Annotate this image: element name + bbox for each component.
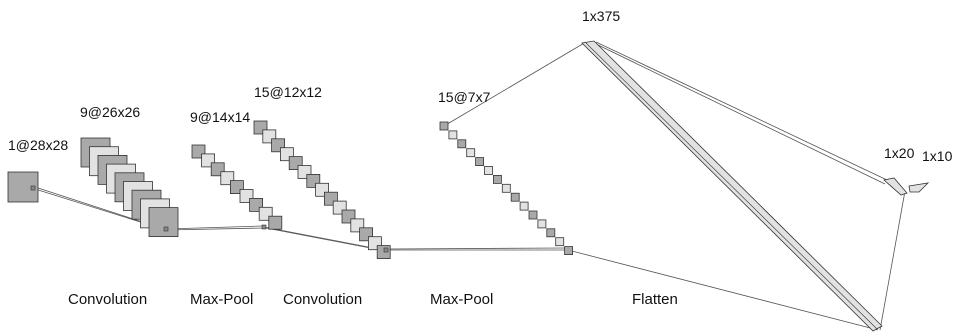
feature-map-pool2-6 — [484, 166, 493, 175]
feature-map-pool2-9 — [510, 192, 520, 202]
op-label-flatten: Flatten — [632, 291, 678, 308]
connection-line-7 — [385, 247, 566, 250]
feature-map-pool2-2 — [448, 130, 458, 140]
dense-layer-flat — [581, 40, 883, 332]
feature-map-pool2-7 — [492, 174, 502, 184]
stack-conv2 — [253, 120, 391, 260]
connection-line-12 — [595, 43, 886, 185]
stack-conv1 — [80, 137, 179, 238]
stack-pool1 — [191, 144, 283, 230]
layer-label-conv2: 15@12x12 — [254, 84, 322, 100]
kernel-marker-4 — [383, 247, 389, 253]
layer-label-flat: 1x375 — [582, 8, 620, 24]
feature-map-conv1-9 — [148, 207, 179, 238]
layer-label-conv1: 9@26x26 — [80, 104, 140, 120]
feature-map-pool2-5 — [475, 157, 485, 167]
dense-layers — [581, 40, 930, 332]
op-label-max-pool-1: Max-Pool — [190, 291, 253, 308]
connection-line-5 — [263, 226, 385, 251]
layer-label-input: 1@28x28 — [8, 137, 68, 153]
connection-line-11 — [595, 41, 888, 181]
connection-line-6 — [265, 227, 387, 252]
stack-pool2 — [439, 121, 573, 256]
op-label-convolution-2: Convolution — [283, 291, 362, 308]
feature-map-pool2-12 — [537, 219, 547, 229]
layer-label-pool1: 9@14x14 — [190, 109, 250, 125]
feature-map-pool2-15 — [564, 246, 573, 256]
op-label-max-pool-2: Max-Pool — [430, 291, 493, 308]
kernel-marker-1 — [30, 185, 36, 191]
feature-map-pool2-8 — [501, 183, 511, 193]
feature-map-pool1-9 — [268, 215, 283, 230]
connection-line-3 — [165, 225, 263, 230]
connection-line-9 — [443, 41, 587, 127]
feature-map-pool2-1 — [439, 121, 449, 131]
op-label-convolution-1: Convolution — [68, 291, 147, 308]
feature-map-pool2-3 — [457, 139, 467, 149]
connection-line-13 — [879, 190, 906, 331]
feature-map-pool2-13 — [546, 228, 556, 238]
feature-map-pool2-14 — [555, 237, 565, 247]
layer-label-fc1: 1x20 — [884, 145, 915, 161]
layer-label-pool2: 15@7x7 — [438, 89, 491, 105]
connection-line-4 — [165, 227, 266, 231]
layer-label-fc2: 1x10 — [922, 148, 953, 164]
feature-map-stacks — [7, 120, 573, 260]
feature-map-pool2-10 — [519, 201, 529, 211]
kernel-marker-2 — [163, 226, 169, 232]
kernel-marker-3 — [261, 224, 267, 230]
feature-map-pool2-4 — [466, 148, 476, 158]
dense-layer-flat-edge — [585, 42, 878, 330]
connection-line-10 — [567, 249, 879, 331]
connection-lines — [34, 41, 906, 331]
dense-layer-fc1 — [883, 177, 908, 196]
dense-layer-fc2 — [908, 182, 930, 193]
feature-map-pool2-11 — [528, 210, 538, 220]
